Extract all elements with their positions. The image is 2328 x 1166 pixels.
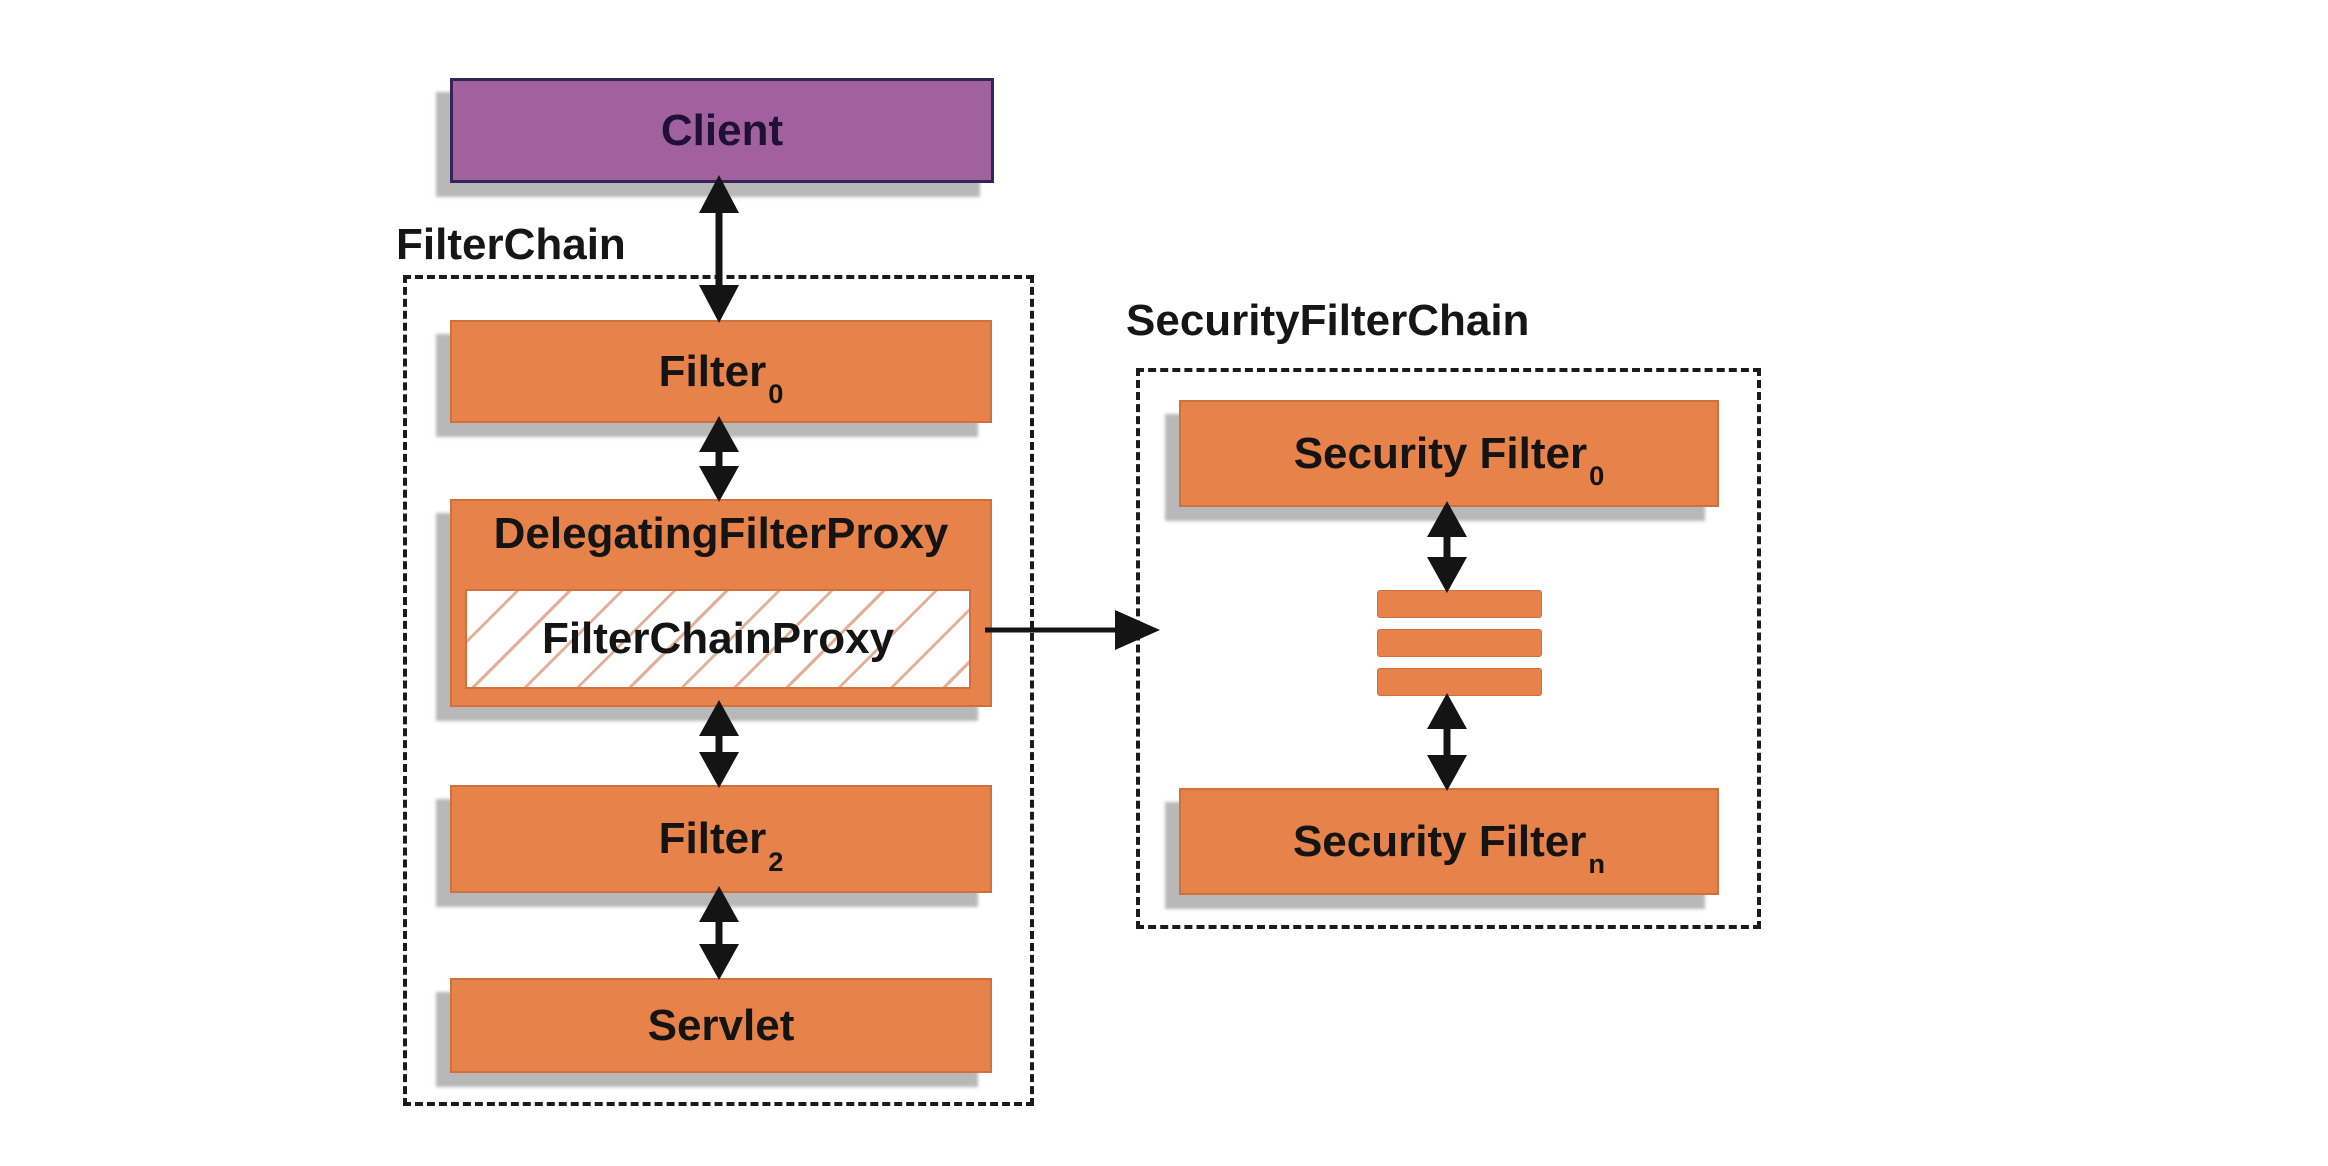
delegating-filter-proxy-label: DelegatingFilterProxy — [493, 509, 949, 558]
ellipsis-bars — [1377, 590, 1542, 707]
filter2-box: Filter2 — [450, 785, 992, 893]
ellipsis-bar — [1377, 629, 1542, 657]
servlet-box: Servlet — [450, 978, 992, 1073]
delegating-filter-proxy-box: DelegatingFilterProxy FilterChainProxy — [450, 499, 992, 707]
security-filtern-box: Security Filtern — [1179, 788, 1719, 895]
ellipsis-bar — [1377, 590, 1542, 618]
filterchain-label: FilterChain — [396, 220, 626, 269]
securityfilterchain-dashed-box — [1136, 368, 1761, 929]
securityfilterchain-label: SecurityFilterChain — [1126, 296, 1530, 345]
client-box: Client — [450, 78, 994, 183]
security-filtern-label: Security Filtern — [1292, 816, 1606, 880]
filter-chain-proxy-box: FilterChainProxy — [465, 589, 971, 689]
filter2-label: Filter2 — [658, 814, 784, 877]
arrow-filter2-servlet — [699, 886, 739, 980]
ellipsis-bar — [1377, 668, 1542, 696]
servlet-label: Servlet — [647, 1000, 795, 1050]
arrow-filterchainproxy-to-securityfilterchain — [985, 610, 1160, 650]
arrow-client-filter0 — [699, 175, 739, 323]
arrow-securityfilter0-ellipsis — [1427, 501, 1467, 593]
filter0-box: Filter0 — [450, 320, 992, 423]
security-filter0-box: Security Filter0 — [1179, 400, 1719, 507]
arrow-delegatingfilterproxy-filter2 — [699, 700, 739, 788]
security-filter0-label: Security Filter0 — [1293, 428, 1605, 492]
filter0-label: Filter0 — [658, 346, 784, 410]
arrow-filter0-delegatingfilterproxy — [699, 416, 739, 502]
filter-chain-proxy-label: FilterChainProxy — [541, 614, 895, 663]
arrow-ellipsis-securityfiltern — [1427, 693, 1467, 791]
client-label: Client — [660, 105, 784, 155]
